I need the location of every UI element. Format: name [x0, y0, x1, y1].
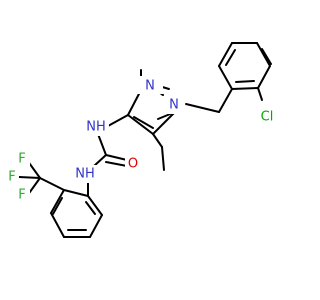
bond [152, 133, 163, 148]
bond [231, 87, 259, 90]
oxygen: O [128, 157, 138, 172]
atom-labels: N N Cl NH NH O F F F [3, 76, 277, 204]
bond [161, 146, 165, 171]
bond [218, 42, 233, 67]
bond [39, 177, 65, 191]
bond [225, 49, 236, 66]
bond [127, 114, 154, 135]
bond [152, 111, 176, 135]
nh-urea-1: NH [86, 120, 106, 135]
bond [97, 133, 107, 156]
bond [50, 212, 65, 238]
n-pyrazole-1: N [145, 79, 155, 94]
bond [87, 195, 103, 216]
bond [105, 161, 128, 167]
molecule-structure-diagram: N N Cl NH NH O F F F [3, 42, 277, 238]
bond [18, 176, 41, 179]
bond [185, 103, 220, 113]
bond [50, 189, 65, 214]
nh-urea-2: NH [75, 167, 95, 182]
bond [105, 154, 128, 161]
fluorine-1: F [18, 152, 25, 167]
bond [133, 116, 154, 129]
bond [107, 114, 129, 127]
bond [235, 80, 255, 83]
bond [89, 214, 103, 238]
bond [218, 65, 233, 90]
bond [261, 48, 272, 65]
chlorine: Cl [261, 110, 274, 125]
bonds [18, 42, 272, 238]
bond [93, 154, 107, 167]
fluorine-2: F [8, 170, 15, 185]
bond [52, 197, 63, 215]
bond [256, 42, 271, 67]
bond [218, 88, 233, 113]
bond [85, 201, 96, 215]
bond [127, 89, 142, 116]
fluorine-3: F [18, 188, 25, 203]
bond [63, 189, 89, 197]
n-pyrazole-2: N [169, 98, 179, 113]
bond [257, 87, 263, 101]
bond [257, 65, 271, 89]
